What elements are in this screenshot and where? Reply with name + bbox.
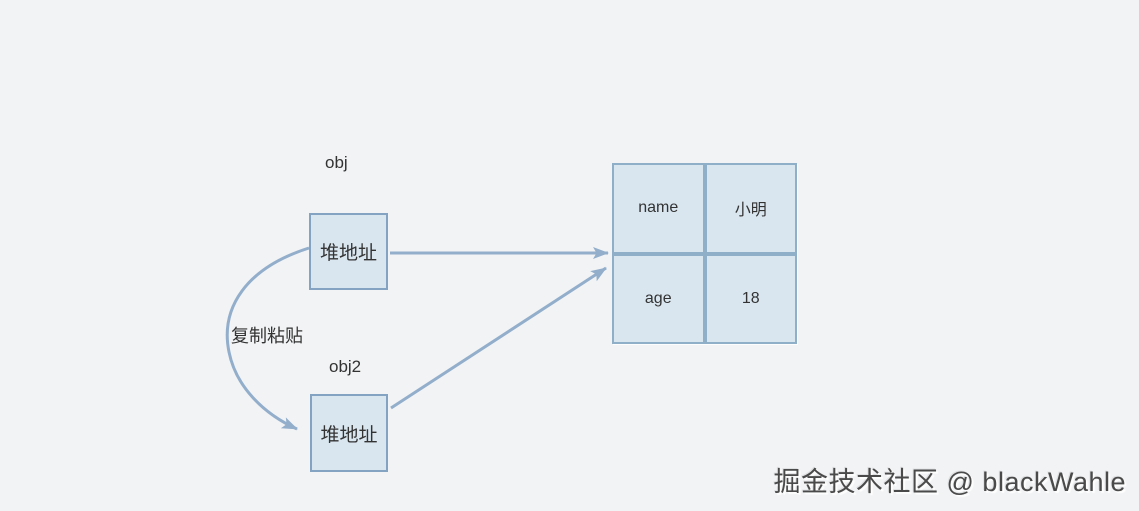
obj-heap-address-box: 堆地址 (309, 213, 388, 290)
heap-cell-age-value: 18 (706, 255, 795, 342)
copy-paste-arrow (225, 246, 310, 431)
heap-cell-age-key: age (614, 255, 703, 342)
heap-cell-name-key: name (614, 165, 703, 252)
heap-object-table: name 小明 age 18 (612, 163, 797, 344)
obj2-heap-address-text: 堆地址 (320, 424, 378, 446)
obj-heap-address-text: 堆地址 (319, 243, 377, 264)
watermark: 掘金技术社区 @ blackWahle (773, 467, 1126, 497)
copy-paste-label: 复制粘贴 (231, 326, 303, 346)
obj-label: obj (325, 153, 348, 172)
obj2-label: obj2 (329, 357, 362, 376)
obj2-to-heap-arrow (390, 266, 607, 410)
heap-cell-name-value: 小明 (706, 165, 795, 252)
obj2-heap-address-box: 堆地址 (310, 394, 388, 472)
